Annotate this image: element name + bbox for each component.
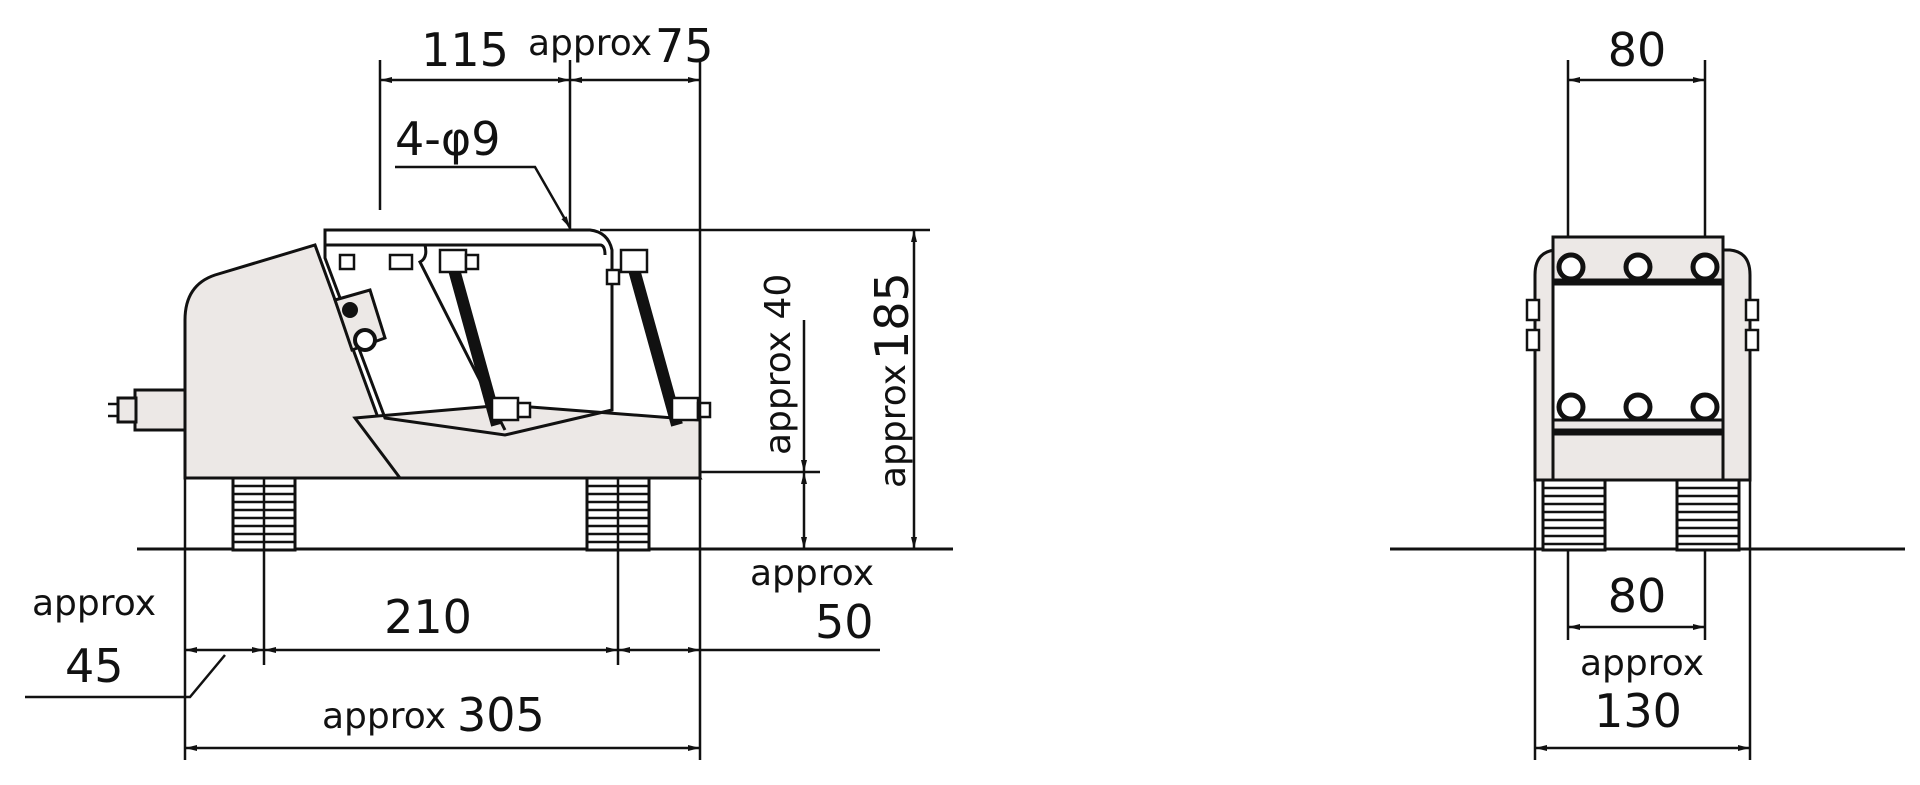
platform-top-edge	[325, 243, 607, 256]
dim-75-prefix: approx	[528, 23, 652, 64]
hole-label: 4-φ9	[395, 112, 500, 166]
front-spring-left	[1541, 478, 1607, 552]
dim-45-prefix: approx	[32, 583, 156, 624]
side-view: 115 approx 75 4-φ9 approx 40 approx 185 …	[25, 19, 953, 760]
front-bolts	[1556, 252, 1720, 422]
front-spring-right	[1675, 478, 1741, 552]
front-view: 80 80 approx 130	[1390, 23, 1905, 760]
dim-45-text: 45	[65, 639, 124, 693]
hole-leader	[395, 165, 572, 229]
front-dim-130-text: 130	[1594, 684, 1682, 738]
platform-frame	[323, 228, 614, 437]
front-dim-top-80-text: 80	[1608, 23, 1667, 77]
dim-40-text: approx 40	[758, 274, 799, 455]
dim-45-leader	[25, 654, 226, 699]
front-side-tabs	[1525, 298, 1760, 352]
front-dim-130-prefix: approx	[1580, 643, 1704, 684]
dim-50-prefix: approx	[750, 553, 874, 594]
motor-housing	[183, 243, 403, 480]
platform-arm	[417, 244, 507, 431]
diagonal-bar-right	[624, 253, 683, 427]
dim-210-text: 210	[384, 590, 472, 644]
dim-185-prefix: approx	[873, 364, 914, 488]
diagonal-bar-left	[444, 253, 503, 427]
dim-115-text: 115	[421, 23, 509, 77]
cable-connector	[108, 388, 187, 432]
dim-305-prefix: approx	[322, 696, 446, 737]
dim-50-text: 50	[815, 595, 874, 649]
dim-305-text: 305	[457, 688, 545, 742]
dim-185-text: 185	[865, 272, 919, 360]
front-dim-bottom-80-text: 80	[1608, 569, 1667, 623]
dim-75-text: 75	[655, 19, 714, 73]
motor-detail	[333, 288, 387, 352]
